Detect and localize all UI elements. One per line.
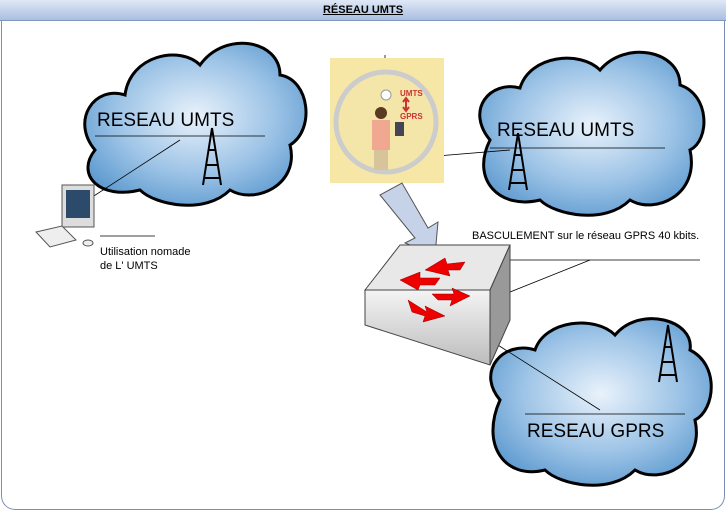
umts-gprs-handover-image: UMTS GPRS	[330, 58, 444, 183]
nomade-annotation: Utilisation nomade de L' UMTS	[100, 245, 191, 273]
cloud-umts-left-label: RESEAU UMTS	[97, 110, 235, 131]
cloud-umts-left	[83, 41, 308, 207]
nomade-line-2: de L' UMTS	[100, 260, 158, 272]
page-title: RÉSEAU UMTS	[322, 4, 404, 16]
cloud-gprs-label: RESEAU GPRS	[527, 421, 665, 442]
antenna-tower-icon	[202, 127, 678, 383]
cloud-umts-right	[478, 50, 706, 217]
cloud-umts-right-label: RESEAU UMTS	[497, 120, 635, 141]
basculement-annotation: BASCULEMENT sur le réseau GPRS 40 kbits.	[472, 230, 700, 242]
arrow-down-icon	[379, 182, 439, 256]
nomade-line-1: Utilisation nomade	[100, 246, 191, 258]
switch-icon	[363, 244, 511, 366]
computer-icon	[35, 184, 95, 248]
title-bar: RÉSEAU UMTS	[0, 0, 726, 21]
phone-image-umts-label: UMTS	[400, 89, 423, 98]
diagram-frame	[1, 21, 725, 510]
cloud-gprs	[489, 317, 713, 487]
phone-image-gprs-label: GPRS	[400, 112, 423, 121]
